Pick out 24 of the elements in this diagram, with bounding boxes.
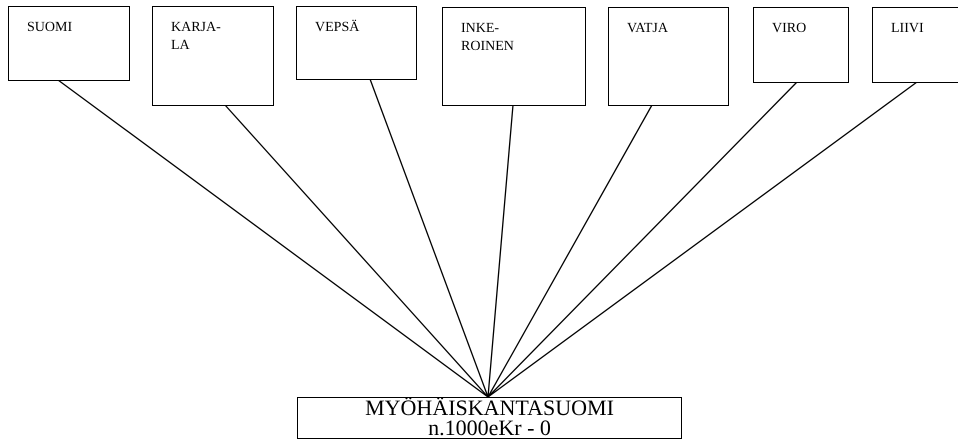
language-name: INKE- ROINEN — [461, 20, 515, 56]
language-name: SUOMI — [27, 19, 74, 37]
language-box — [297, 397, 682, 439]
language-name: VATJA — [627, 20, 669, 38]
language-name: VEPSÄ — [315, 19, 360, 37]
language-box — [152, 6, 274, 106]
language-name: KARJA- LA — [171, 19, 222, 56]
connector-line — [487, 104, 653, 398]
language-box — [872, 7, 958, 83]
connector-line — [488, 81, 918, 398]
language-box — [608, 7, 729, 106]
language-box — [296, 6, 417, 80]
language-box — [8, 6, 130, 81]
connector-line — [369, 78, 489, 398]
connector-line — [487, 104, 514, 398]
connector-line — [488, 82, 798, 398]
language-name: VIRO — [772, 20, 808, 38]
language-name: n.1000eKr - 0 — [428, 418, 551, 438]
language-name: MYÖHÄISKANTASUOMI — [364, 398, 615, 418]
connector-line — [224, 104, 488, 398]
language-box — [753, 7, 849, 83]
language-name: LIIVI — [891, 20, 925, 38]
connector-line — [58, 79, 488, 398]
language-box — [442, 7, 586, 106]
